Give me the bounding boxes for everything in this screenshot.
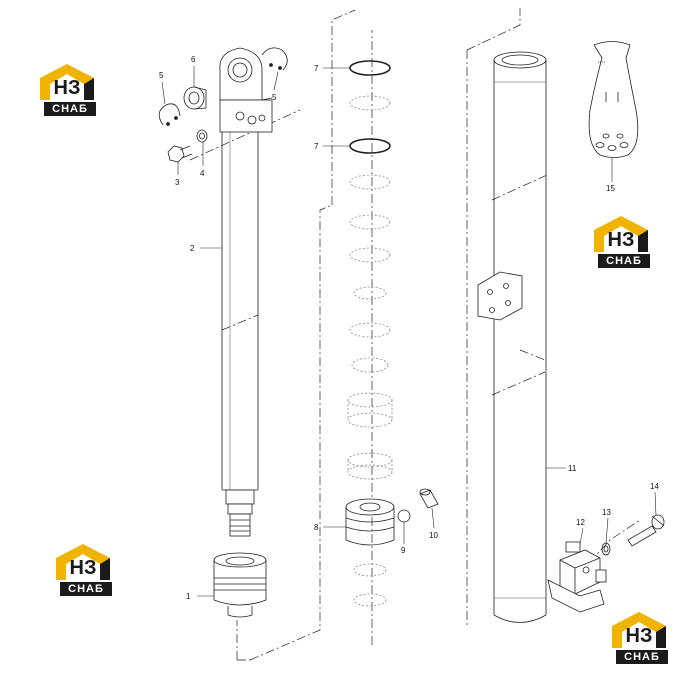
cylinder-head-gland: [213, 552, 267, 618]
house-logo-icon: [40, 64, 94, 100]
callout-5-right: 5: [272, 93, 277, 102]
piston: [345, 498, 395, 546]
ball: [397, 509, 411, 523]
logo-mark: НЗ: [69, 557, 97, 579]
dashed-group-boundaries: [189, 8, 641, 661]
piston-rod: [221, 132, 259, 537]
snap-ring-left: [158, 103, 181, 126]
bolt-14: [627, 514, 665, 547]
logo-mark: НЗ: [625, 625, 653, 647]
grease-fitting-plug: [167, 145, 193, 163]
logo-text: СНАБ: [60, 582, 112, 596]
callout-8: 8: [314, 523, 319, 532]
watermark-logo-bottom-right: НЗ СНАБ: [608, 610, 670, 668]
washer: [196, 129, 208, 143]
valve-block: [547, 541, 607, 613]
snap-ring-right: [261, 47, 288, 71]
logo-mark: НЗ: [607, 229, 635, 251]
seal-stack: [347, 60, 393, 607]
callout-10: 10: [429, 531, 438, 540]
logo-text: СНАБ: [44, 102, 96, 116]
watermark-logo-right: НЗ СНАБ: [590, 214, 652, 272]
callout-2: 2: [190, 244, 195, 253]
callout-1: 1: [186, 592, 191, 601]
logo-text: СНАБ: [598, 254, 650, 268]
callout-7-top: 7: [314, 64, 319, 73]
leader-lines: [161, 66, 657, 597]
callout-6: 6: [191, 55, 196, 64]
cylinder-tube: [477, 51, 547, 623]
callout-7-second: 7: [314, 142, 319, 151]
callout-9: 9: [401, 546, 406, 555]
rod-eye-clevis: [219, 47, 273, 133]
house-logo-icon: [56, 544, 110, 580]
parts-bag: [588, 41, 639, 158]
callout-11: 11: [568, 464, 577, 473]
spherical-bearing: [183, 86, 207, 110]
watermark-logo-bottom-left: НЗ СНАБ: [52, 542, 114, 600]
callout-4: 4: [200, 169, 205, 178]
callout-15: 15: [606, 184, 615, 193]
house-logo-icon: [612, 612, 666, 648]
callout-14: 14: [650, 482, 659, 491]
callout-5-left: 5: [159, 71, 164, 80]
house-logo-icon: [594, 216, 648, 252]
set-screw: [419, 488, 439, 509]
logo-mark: НЗ: [53, 77, 81, 99]
callout-12: 12: [576, 518, 585, 527]
watermark-logo-top-left: НЗ СНАБ: [36, 62, 98, 120]
callout-13: 13: [602, 508, 611, 517]
logo-text: СНАБ: [616, 650, 668, 664]
callout-3: 3: [175, 178, 180, 187]
